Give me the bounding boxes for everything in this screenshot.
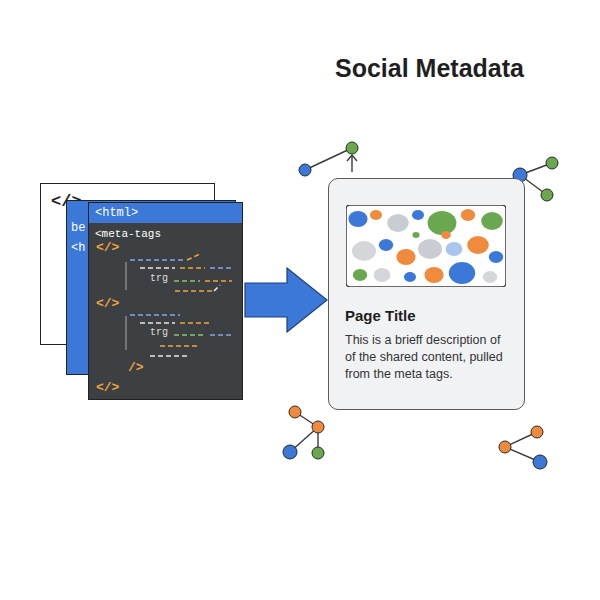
code-glyph: trg xyxy=(150,273,168,284)
node-text: This is a brieff description of of the s… xyxy=(345,332,510,383)
diagram-title: Social Metadata xyxy=(335,54,524,83)
link-preview-card: Page TitleThis is a brieff description o… xyxy=(328,178,525,410)
code-glyph: </> xyxy=(96,380,119,395)
node-text: <meta-tags xyxy=(95,228,161,240)
code-glyph: </> xyxy=(96,296,119,311)
code-glyph: </> xyxy=(96,240,119,255)
node-heading: be xyxy=(71,221,85,235)
node-text: <h xyxy=(71,241,85,255)
node-heading: Page Title xyxy=(345,307,510,324)
preview-image xyxy=(346,205,506,287)
code-glyph: trg xyxy=(150,327,168,338)
node-heading: <html> xyxy=(95,206,138,220)
flow-arrow xyxy=(245,268,327,332)
code-glyph: /> xyxy=(128,360,144,375)
